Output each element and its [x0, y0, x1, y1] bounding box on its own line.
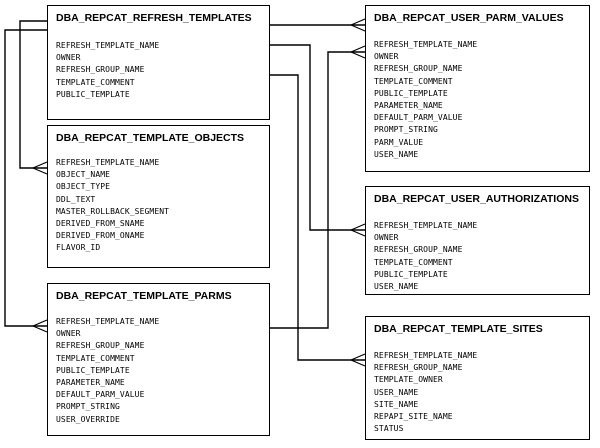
attribute: PARAMETER_NAME — [374, 101, 443, 111]
attribute: OWNER — [56, 329, 81, 339]
entity-title: DBA_REPCAT_TEMPLATE_PARMS — [56, 290, 232, 302]
entity-user-parm-values: DBA_REPCAT_USER_PARM_VALUES REFRESH_TEMP… — [365, 5, 590, 172]
attribute: OWNER — [374, 233, 399, 243]
attribute: REFRESH_GROUP_NAME — [56, 65, 145, 75]
attribute-list: REFRESH_TEMPLATE_NAME OWNER REFRESH_GROU… — [374, 220, 477, 293]
attribute: DEFAULT_PARM_VALUE — [374, 113, 463, 123]
attribute: SITE_NAME — [374, 399, 419, 409]
attribute: REFRESH_TEMPLATE_NAME — [56, 41, 160, 50]
entity-refresh-templates: DBA_REPCAT_REFRESH_TEMPLATES REFRESH_TEM… — [47, 5, 270, 120]
attribute: DERIVED_FROM_ONAME — [56, 231, 145, 241]
attribute: REFRESH_TEMPLATE_NAME — [56, 317, 160, 326]
attribute: REFRESH_TEMPLATE_NAME — [374, 40, 478, 49]
attribute: DEFAULT_PARM_VALUE — [56, 390, 145, 400]
attribute: STATUS — [374, 424, 404, 434]
attribute: PUBLIC_TEMPLATE — [374, 88, 448, 98]
attribute: REFRESH_TEMPLATE_NAME — [374, 221, 478, 230]
crow-foot-parms — [32, 319, 48, 333]
crow-foot-user-parm-values-top — [350, 18, 366, 32]
attribute: PARAMETER_NAME — [56, 378, 125, 388]
attribute: DDL_TEXT — [56, 194, 96, 204]
attribute: PUBLIC_TEMPLATE — [374, 269, 448, 279]
entity-template-sites: DBA_REPCAT_TEMPLATE_SITES REFRESH_TEMPLA… — [365, 316, 590, 440]
attribute: PROMPT_STRING — [374, 125, 438, 135]
crow-foot-objects — [32, 161, 48, 175]
entity-user-authorizations: DBA_REPCAT_USER_AUTHORIZATIONS REFRESH_T… — [365, 186, 590, 295]
attribute: REFRESH_GROUP_NAME — [374, 64, 463, 74]
attribute-list: REFRESH_TEMPLATE_NAME REFRESH_GROUP_NAME… — [374, 350, 477, 435]
attribute: USER_NAME — [374, 387, 419, 397]
link-templates-to-parms — [4, 29, 47, 327]
attribute: DERIVED_FROM_SNAME — [56, 219, 145, 229]
crow-foot-user-parm-values-mid — [350, 45, 366, 59]
attribute: TEMPLATE_OWNER — [374, 375, 443, 385]
attribute: FLAVOR_ID — [56, 243, 101, 253]
attribute: TEMPLATE_COMMENT — [374, 76, 453, 86]
attribute: REFRESH_GROUP_NAME — [374, 245, 463, 255]
entity-template-objects: DBA_REPCAT_TEMPLATE_OBJECTS REFRESH_TEMP… — [47, 125, 270, 268]
attribute: USER_OVERRIDE — [56, 414, 120, 424]
attribute-list: REFRESH_TEMPLATE_NAME OWNER REFRESH_GROU… — [56, 316, 159, 426]
attribute: PUBLIC_TEMPLATE — [56, 365, 130, 375]
attribute: REFRESH_TEMPLATE_NAME — [56, 158, 160, 167]
attribute: TEMPLATE_COMMENT — [56, 77, 135, 87]
crow-foot-user-authorizations — [350, 223, 366, 237]
link-templates-to-user-authorizations — [270, 44, 365, 231]
attribute: USER_NAME — [374, 282, 419, 292]
attribute: MASTER_ROLLBACK_SEGMENT — [56, 206, 170, 216]
attribute: REFRESH_GROUP_NAME — [56, 341, 145, 351]
entity-template-parms: DBA_REPCAT_TEMPLATE_PARMS REFRESH_TEMPLA… — [47, 283, 270, 436]
attribute-list: REFRESH_TEMPLATE_NAME OWNER REFRESH_GROU… — [56, 40, 159, 101]
attribute: PARM_VALUE — [374, 137, 424, 147]
attribute: PROMPT_STRING — [56, 402, 120, 412]
entity-title: DBA_REPCAT_USER_PARM_VALUES — [374, 12, 564, 24]
attribute: PUBLIC_TEMPLATE — [56, 89, 130, 99]
crow-foot-template-sites — [350, 353, 366, 367]
link-templates-to-template-sites — [270, 74, 365, 361]
attribute: OBJECT_NAME — [56, 170, 111, 180]
attribute: USER_NAME — [374, 149, 419, 159]
attribute-list: REFRESH_TEMPLATE_NAME OBJECT_NAME OBJECT… — [56, 157, 169, 255]
attribute: OWNER — [374, 52, 399, 62]
link-templates-to-objects — [19, 20, 47, 169]
attribute: TEMPLATE_COMMENT — [374, 257, 453, 267]
entity-title: DBA_REPCAT_REFRESH_TEMPLATES — [56, 12, 252, 24]
entity-title: DBA_REPCAT_TEMPLATE_OBJECTS — [56, 132, 245, 144]
attribute: OWNER — [56, 53, 81, 63]
link-parms-to-user-parm-values — [270, 51, 365, 329]
entity-title: DBA_REPCAT_TEMPLATE_SITES — [374, 323, 543, 335]
entity-title: DBA_REPCAT_USER_AUTHORIZATIONS — [374, 193, 579, 205]
attribute: REFRESH_TEMPLATE_NAME — [374, 351, 478, 360]
attribute: TEMPLATE_COMMENT — [56, 353, 135, 363]
attribute: REFRESH_GROUP_NAME — [374, 363, 463, 373]
attribute: REPAPI_SITE_NAME — [374, 412, 453, 422]
attribute: OBJECT_TYPE — [56, 182, 111, 192]
attribute-list: REFRESH_TEMPLATE_NAME OWNER REFRESH_GROU… — [374, 39, 477, 161]
